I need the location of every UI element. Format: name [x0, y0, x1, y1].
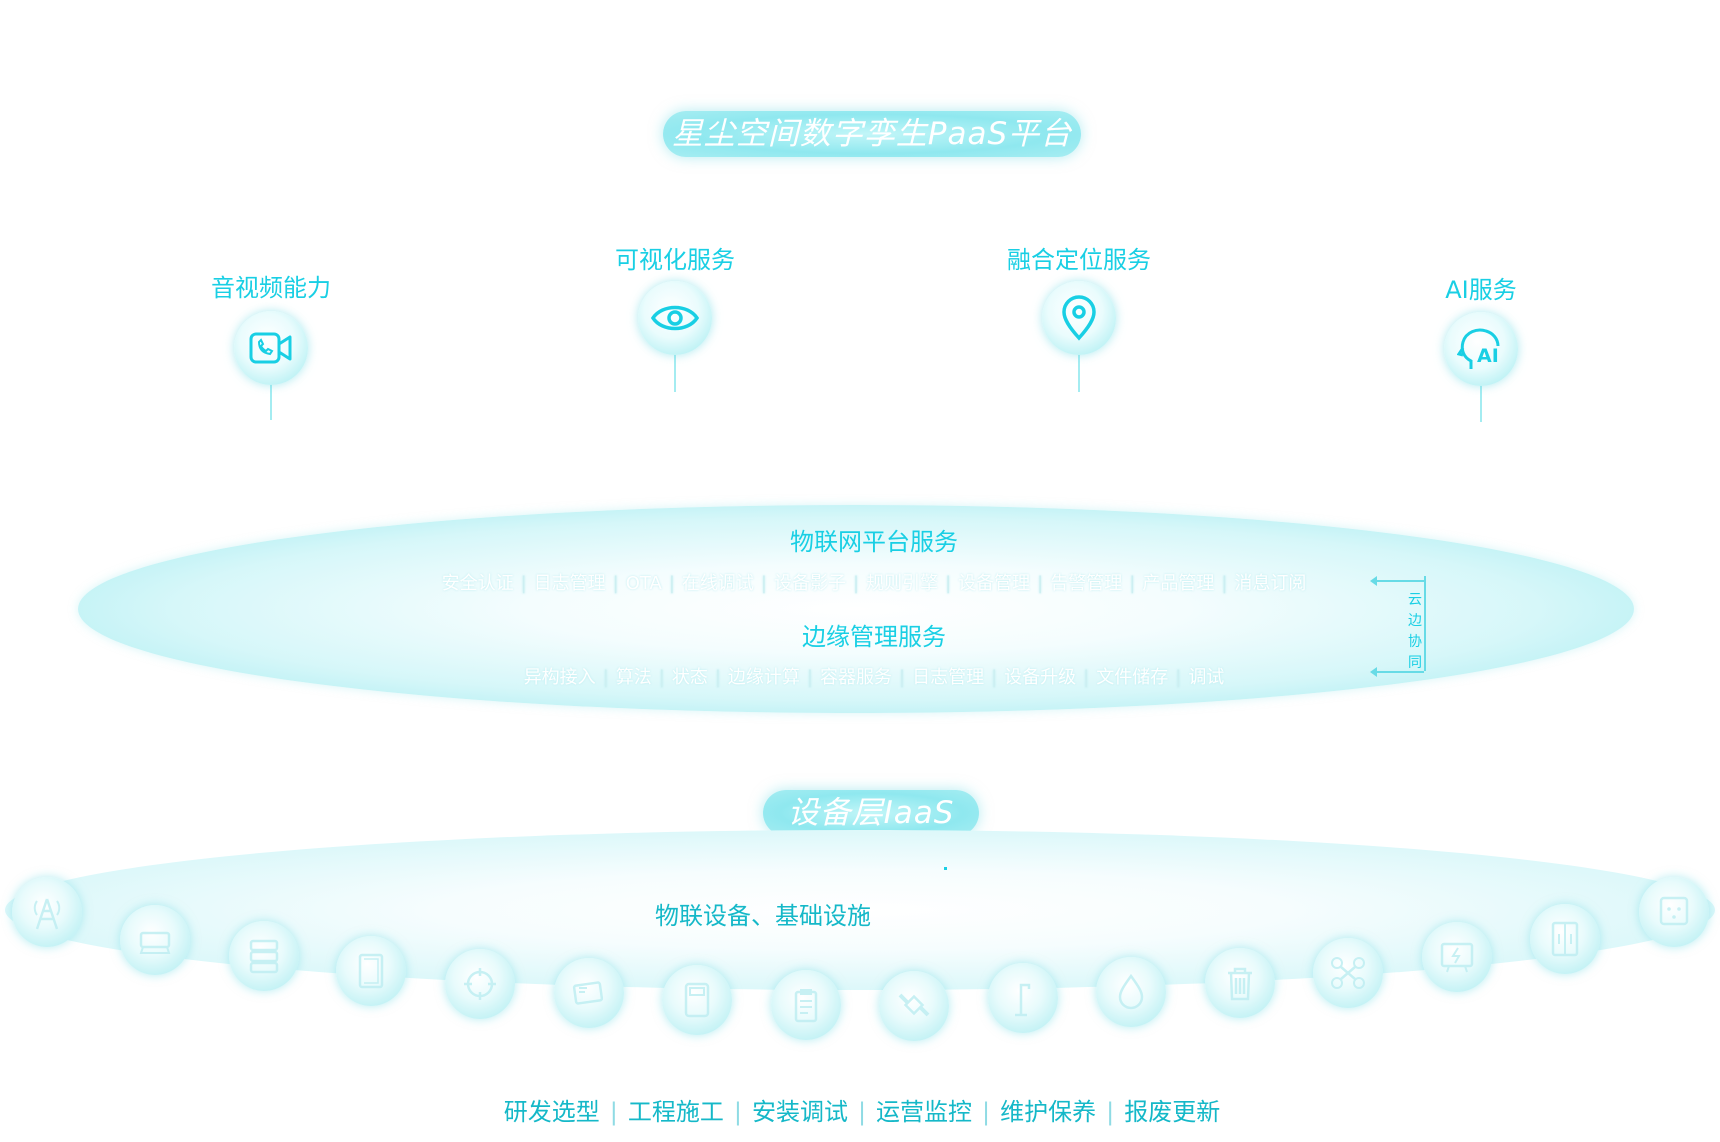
antenna-tower-icon	[12, 877, 82, 947]
iot-platform-item: 规则引擎	[866, 573, 939, 594]
separator: |	[1083, 667, 1090, 688]
service-stem	[270, 384, 272, 420]
separator: |	[733, 1098, 742, 1126]
separator: |	[520, 573, 527, 594]
edge-item: 容器服务	[820, 667, 892, 688]
clipboard-icon	[771, 970, 841, 1040]
separator: |	[609, 1098, 618, 1126]
iot-platform-item: 设备管理	[958, 573, 1031, 594]
drone-icon	[1313, 938, 1383, 1008]
lifecycle-step: 运营监控	[876, 1098, 973, 1126]
lifecycle-step: 研发选型	[503, 1098, 600, 1126]
calculator-icon	[662, 965, 732, 1035]
separator: |	[602, 667, 609, 688]
paas-title-pill: 星尘空间数字孪生PaaS平台	[663, 111, 1081, 157]
elevator-icon	[1530, 904, 1600, 974]
iaas-title: 设备层IaaS	[787, 795, 955, 831]
separator: |	[1221, 573, 1228, 594]
device-layer-label: 物联设备、基础设施	[655, 902, 871, 930]
edge-item: 边缘计算	[727, 667, 800, 688]
service-label: 可视化服务	[615, 246, 735, 274]
lifecycle-step: 工程施工	[627, 1098, 724, 1126]
iot-platform-item: 日志管理	[533, 573, 606, 594]
cloud-edge-sync-label: 云边协同	[1408, 592, 1422, 671]
edge-item: 状态	[671, 667, 708, 688]
service-label: AI服务	[1445, 276, 1517, 304]
paas-title: 星尘空间数字孪生PaaS平台	[671, 116, 1073, 152]
display-screen-icon	[1422, 922, 1492, 992]
service-label: 融合定位服务	[1007, 246, 1151, 274]
separator: |	[1175, 667, 1182, 688]
chip-card-icon	[554, 958, 624, 1028]
iot-platform-title: 物联网平台服务	[790, 528, 958, 556]
lifecycle-row: 研发选型 | 工程施工 | 安装调试 | 运营监控 | 维护保养 | 报废更新	[504, 1092, 1220, 1127]
separator: |	[991, 667, 998, 688]
edge-item: 调试	[1188, 667, 1225, 688]
lifecycle-step: 安装调试	[751, 1098, 848, 1126]
separator: |	[1106, 1098, 1115, 1126]
service-stem	[1078, 355, 1080, 392]
iot-platform-item: 设备影子	[774, 573, 847, 594]
edge-item: 算法	[615, 667, 652, 688]
separator: |	[853, 573, 860, 594]
water-drop-icon	[1096, 957, 1166, 1027]
separator: |	[982, 1098, 991, 1126]
edge-item: 异构接入	[523, 667, 596, 688]
service-stem	[1480, 385, 1482, 422]
svg-text:AI: AI	[1477, 345, 1499, 367]
iot-platform-items: 安全认证 | 日志管理 | OTA | 在线调试 | 设备影子 | 规则引擎 | 设备管理 | 告警管理 | 产…	[442, 569, 1307, 595]
socket-panel-icon	[1639, 877, 1709, 947]
sync-arrow-top	[1370, 576, 1424, 586]
router-icon	[120, 905, 190, 975]
edge-item: 设备升级	[1004, 667, 1077, 688]
separator: |	[714, 667, 721, 688]
iot-platform-item: 产品管理	[1142, 573, 1215, 594]
street-lamp-icon	[988, 963, 1058, 1033]
edge-item: 日志管理	[912, 667, 985, 688]
iaas-title-pill: 设备层IaaS	[763, 790, 979, 836]
edge-item: 文件储存	[1096, 667, 1169, 688]
mini-dot	[944, 867, 947, 870]
separator: |	[1037, 573, 1044, 594]
lifecycle-step: 报废更新	[1124, 1098, 1221, 1126]
sync-arrow-bottom	[1370, 667, 1424, 677]
lifecycle-step: 维护保养	[1000, 1098, 1097, 1126]
separator: |	[1129, 573, 1136, 594]
location-pin-icon	[1042, 281, 1116, 355]
separator: |	[806, 667, 813, 688]
iot-platform-item: 告警管理	[1050, 573, 1123, 594]
cabinet-icon	[336, 936, 406, 1006]
service-label: 音视频能力	[211, 274, 331, 302]
separator: |	[899, 667, 906, 688]
iot-platform-item: OTA	[625, 573, 662, 594]
iot-platform-item: 安全认证	[441, 573, 514, 594]
satellite-icon	[879, 971, 949, 1041]
edge-title: 边缘管理服务	[802, 623, 946, 651]
ai-head-icon: AI	[1444, 312, 1518, 386]
eye-icon	[638, 281, 712, 355]
service-stem	[674, 355, 676, 392]
trash-bin-icon	[1205, 948, 1275, 1018]
iot-platform-item: 消息订阅	[1234, 573, 1307, 594]
separator: |	[945, 573, 952, 594]
separator: |	[612, 573, 619, 594]
cloud-edge-bracket	[1372, 576, 1426, 671]
platform-ellipse	[78, 505, 1634, 713]
separator: |	[857, 1098, 867, 1126]
separator: |	[658, 667, 665, 688]
separator: |	[760, 573, 768, 594]
edge-items: 异构接入 | 算法 | 状态 | 边缘计算 | 容器服务 | 日志管理 | 设备升级 | 文件储存 | 调试	[524, 663, 1225, 689]
separator: |	[668, 573, 675, 594]
video-call-icon	[234, 311, 308, 385]
iot-platform-item: 在线调试	[681, 573, 754, 594]
server-rack-icon	[229, 921, 299, 991]
target-sensor-icon	[445, 949, 515, 1019]
